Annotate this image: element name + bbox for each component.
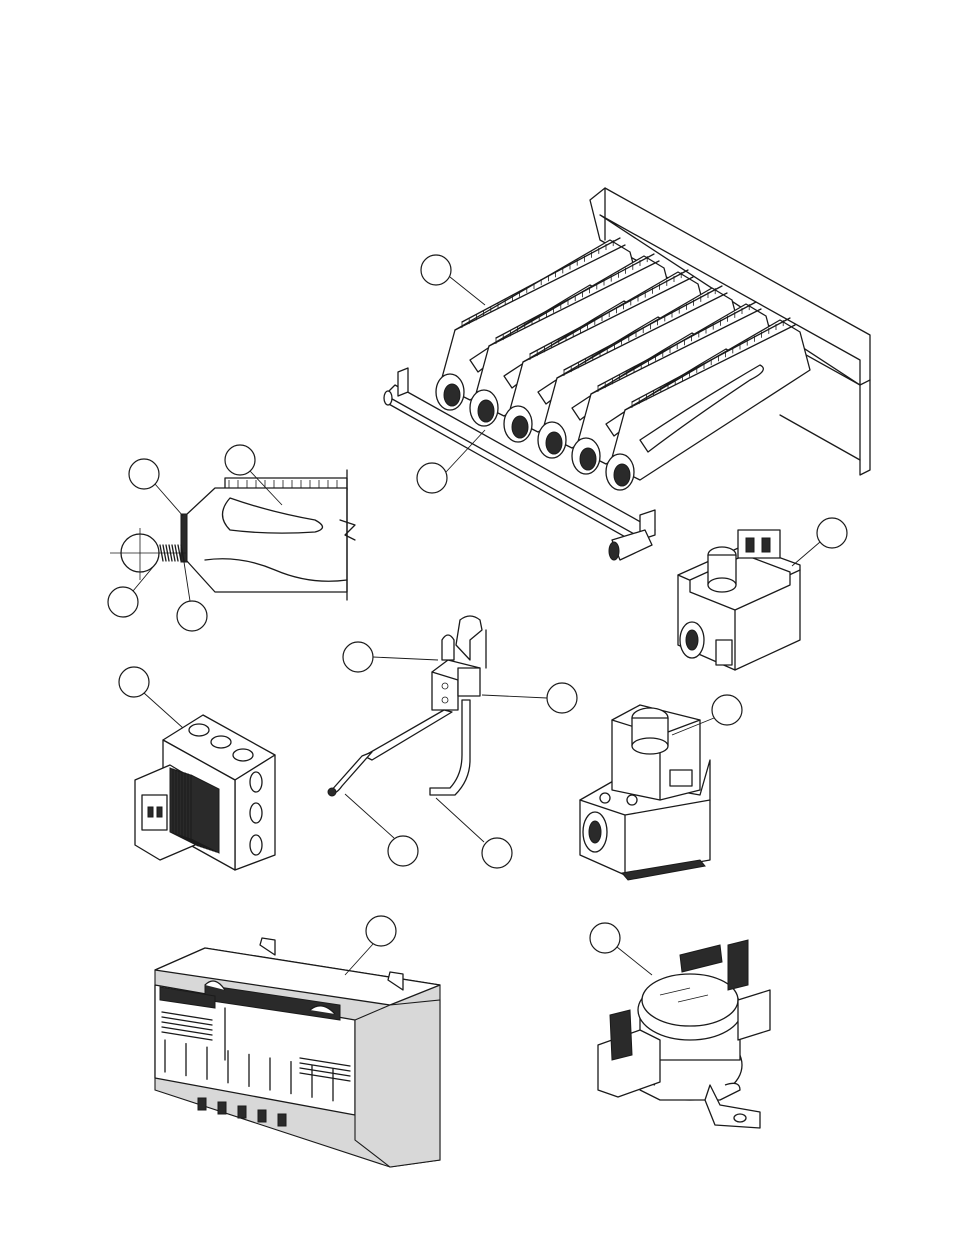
pilot-assembly — [328, 616, 577, 868]
junction-box — [119, 667, 275, 870]
burner-tray-assembly — [384, 188, 870, 560]
limit-switch — [590, 923, 770, 1128]
gas-valve-top — [678, 518, 847, 670]
ignition-control-module — [155, 916, 440, 1167]
callout-circle — [417, 463, 447, 493]
callout-circle — [421, 255, 451, 285]
gas-valve-combination — [580, 695, 742, 880]
burner-detail — [108, 445, 355, 631]
